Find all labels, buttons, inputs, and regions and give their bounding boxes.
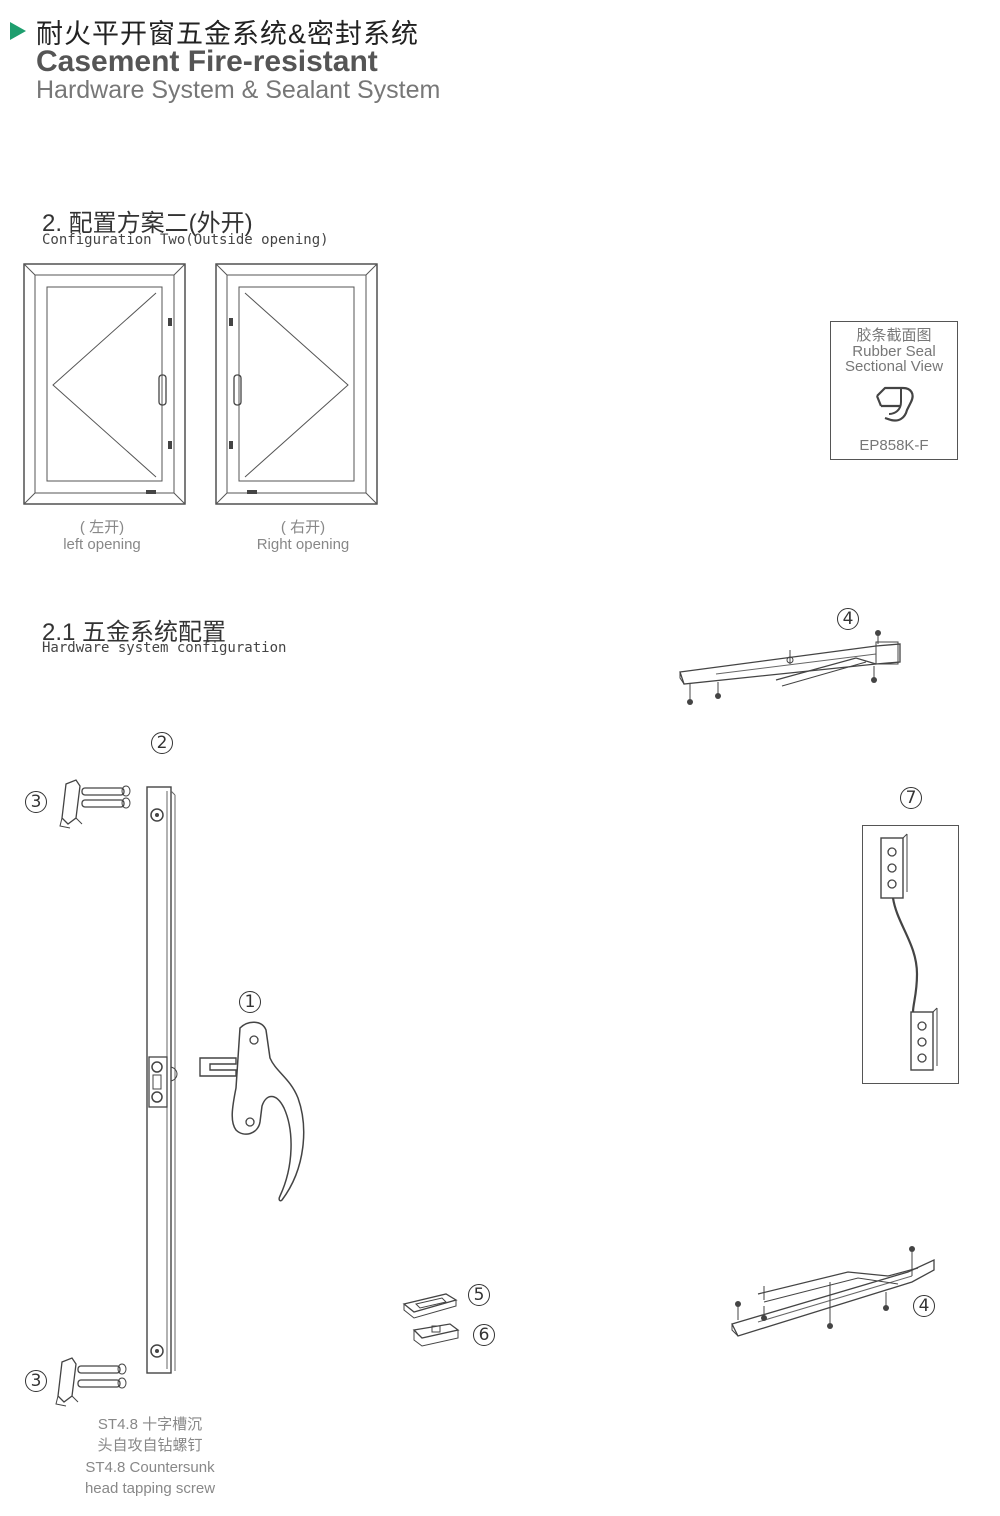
part-number-hinge-bottom: 4 (913, 1295, 935, 1317)
part-number-hinge-top: 4 (837, 608, 859, 630)
transmission-rod-drawing (146, 786, 178, 1374)
page-subtitle-en: Hardware System & Sealant System (36, 76, 441, 104)
keeper-and-striker-drawing (402, 1293, 460, 1347)
screw-note-zh-2: 头自攻自钻螺钉 (97, 1437, 203, 1454)
rubber-seal-label-en-2: Sectional View (844, 358, 944, 375)
right-opening-label-en: Right opening (256, 536, 350, 553)
left-opening-label-zh: ( 左开) (79, 519, 125, 536)
screw-note-en-2: head tapping screw (84, 1480, 216, 1497)
left-opening-window-diagram (23, 263, 186, 505)
screw-note-zh-1: ST4.8 十字槽沉 (97, 1416, 203, 1433)
part-number-restrictor: 7 (900, 787, 922, 809)
part-number-corner-guide-top: 3 (25, 791, 47, 813)
part-number-transmission-rod: 2 (151, 732, 173, 754)
page-title-en: Casement Fire-resistant (36, 45, 378, 78)
corner-guide-top-drawing (59, 779, 131, 829)
page-title-zh: 耐火平开窗五金系统&密封系统 (36, 19, 420, 49)
part-number-corner-guide-bottom: 3 (25, 1370, 47, 1392)
part-number-striker: 6 (473, 1324, 495, 1346)
rubber-seal-label-en-1: Rubber Seal (852, 343, 936, 360)
right-opening-window-diagram (215, 263, 378, 505)
section-arrow-icon (10, 22, 26, 40)
rubber-seal-label-zh: 胶条截面图 (856, 327, 932, 344)
rubber-seal-model: EP858K-F (859, 437, 929, 454)
rubber-seal-profile-icon (875, 386, 914, 422)
friction-hinge-bottom-drawing (731, 1246, 935, 1337)
left-opening-label-en: left opening (63, 536, 141, 553)
right-opening-label-zh: ( 右开) (280, 519, 326, 536)
screw-note-en-1: ST4.8 Countersunk (85, 1459, 215, 1476)
hardware-section-subtitle: Hardware system configuration (42, 640, 287, 656)
hardware-section-title: 2.1 五金系统配置 (42, 619, 227, 646)
config-section-subtitle: Configuration Two(Outside opening) (42, 232, 329, 248)
part-number-handle: 1 (239, 991, 261, 1013)
friction-hinge-top-drawing (679, 630, 901, 705)
window-handle-drawing (199, 1021, 305, 1202)
restrictor-panel (862, 825, 959, 1084)
corner-guide-bottom-drawing (55, 1357, 127, 1407)
rubber-seal-panel: 胶条截面图 Rubber Seal Sectional View EP858K-… (830, 321, 958, 460)
part-number-keeper: 5 (468, 1284, 490, 1306)
config-section-title: 2. 配置方案二(外开) (42, 210, 253, 237)
restrictor-drawing (880, 833, 938, 1071)
